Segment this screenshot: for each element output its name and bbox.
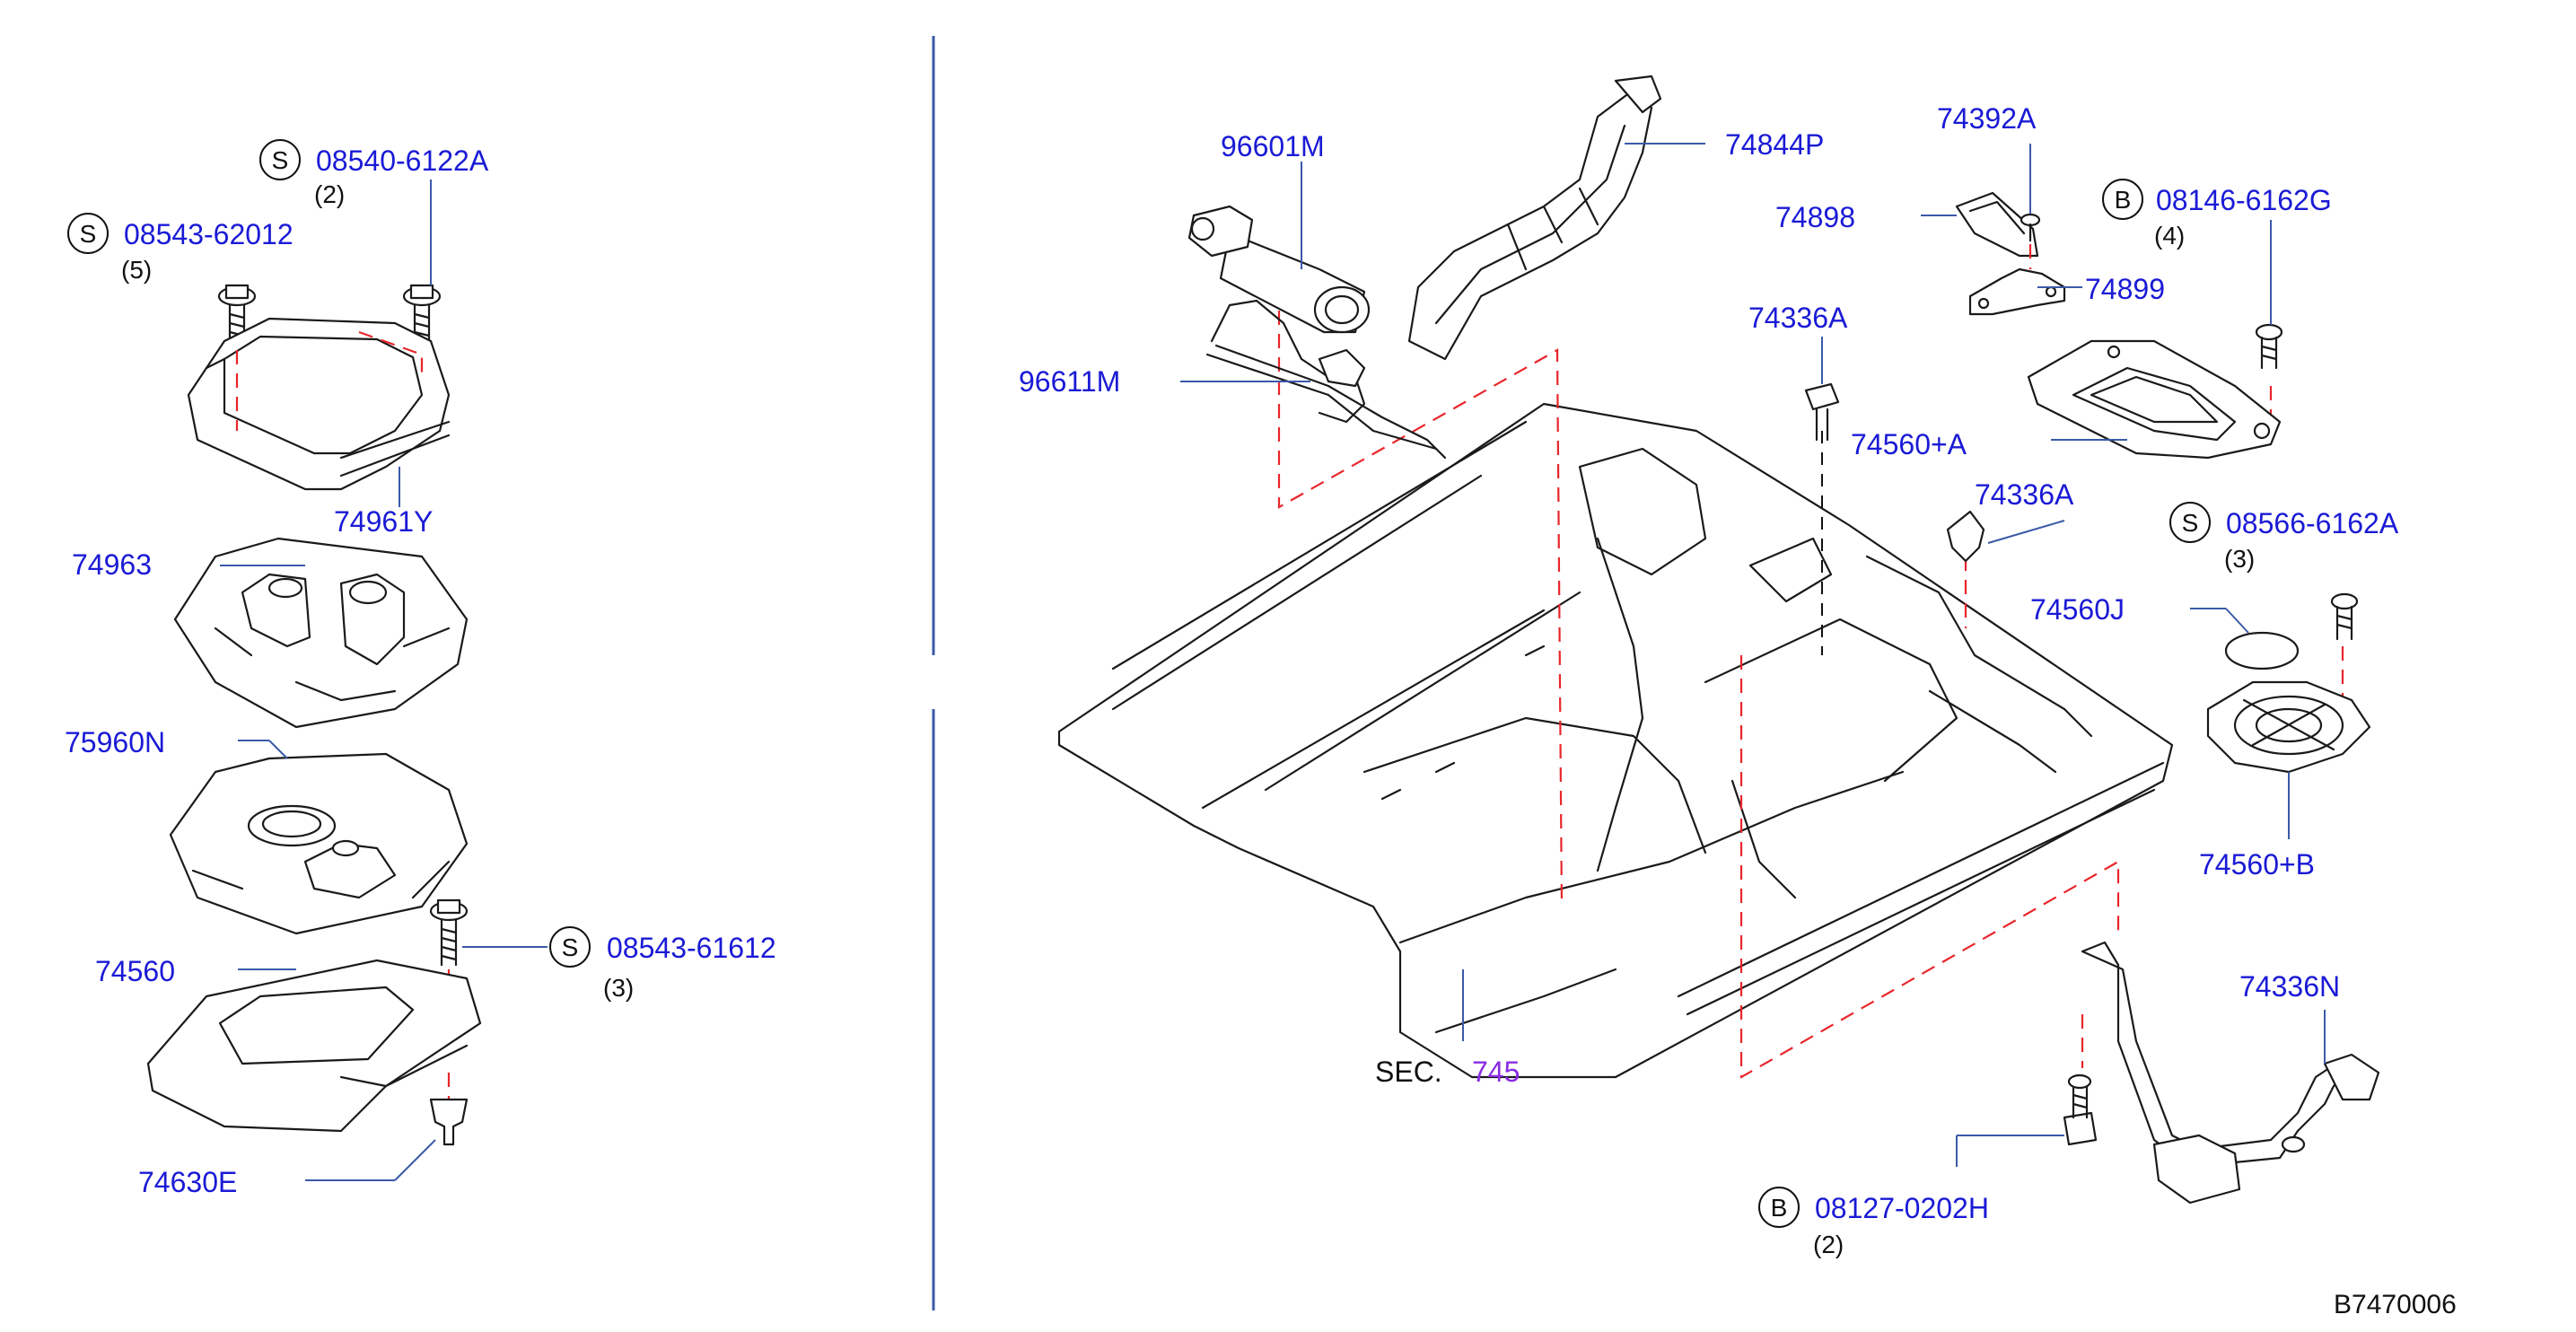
bolt-08146-6162g <box>2255 323 2283 370</box>
section-link-745[interactable]: 745 <box>1472 1056 1520 1088</box>
svg-text:S: S <box>562 933 579 961</box>
part-96601m <box>1187 205 1371 334</box>
part-74560j <box>2224 631 2300 670</box>
label-08566-6162a[interactable]: 08566-6162A <box>2226 507 2399 539</box>
bolt-08127-0202h <box>2063 1073 2098 1146</box>
part-75960n <box>169 752 469 935</box>
label-74336n[interactable]: 74336N <box>2239 970 2340 1003</box>
label-74630e[interactable]: 74630E <box>138 1166 237 1198</box>
badge-s-08543-61612: S <box>549 926 591 968</box>
guide-line-top <box>1277 287 1564 907</box>
bolt-08543-61612 <box>429 898 469 967</box>
label-74963[interactable]: 74963 <box>72 548 152 581</box>
label-75960n[interactable]: 75960N <box>65 726 165 758</box>
badge-s-08566: S <box>2169 502 2211 543</box>
label-74844p[interactable]: 74844P <box>1725 128 1824 161</box>
part-74560b <box>2206 680 2371 774</box>
label-74961y[interactable]: 74961Y <box>334 505 433 538</box>
part-96611m <box>1205 299 1447 460</box>
part-74899 <box>1968 267 2066 316</box>
floor-panel <box>1057 402 2174 1079</box>
label-74898[interactable]: 74898 <box>1775 201 1855 233</box>
qty-08146: (4) <box>2154 222 2185 250</box>
label-08146-6162g[interactable]: 08146-6162G <box>2156 184 2332 216</box>
label-08540-6122a[interactable]: 08540-6122A <box>316 145 489 177</box>
part-74963 <box>173 537 469 729</box>
qty-08540: (2) <box>314 180 345 208</box>
badge-s-08543-62012: S <box>67 213 109 254</box>
svg-text:S: S <box>272 146 289 174</box>
part-74844p <box>1407 74 1662 361</box>
qty-08543-62012: (5) <box>121 256 152 284</box>
label-74899[interactable]: 74899 <box>2085 273 2165 305</box>
clip-74630e <box>429 1073 469 1146</box>
svg-text:S: S <box>80 220 97 248</box>
diagram-code: B7470006 <box>2334 1290 2457 1319</box>
part-74961y <box>187 317 451 491</box>
label-96611m[interactable]: 96611M <box>1019 365 1120 398</box>
bolt-74392a <box>2020 213 2041 242</box>
bolt-08566-6162a <box>2330 592 2359 641</box>
guide-line-bottom <box>1739 655 2120 1079</box>
part-74898 <box>1955 191 2039 258</box>
qty-08127: (2) <box>1813 1231 1844 1258</box>
label-74560-plus-b[interactable]: 74560+B <box>2199 848 2315 881</box>
label-96601m[interactable]: 96601M <box>1221 130 1325 162</box>
qty-08566: (3) <box>2224 545 2255 573</box>
floor-plate <box>2027 339 2282 460</box>
label-74392a[interactable]: 74392A <box>1937 102 2037 135</box>
label-74336a-2[interactable]: 74336A <box>1975 478 2074 511</box>
label-74560j[interactable]: 74560J <box>2030 593 2125 626</box>
svg-text:S: S <box>2182 509 2199 537</box>
qty-08543-61612: (3) <box>603 974 634 1002</box>
label-08543-61612[interactable]: 08543-61612 <box>607 932 776 964</box>
label-74336a-1[interactable]: 74336A <box>1748 302 1848 334</box>
label-74560[interactable]: 74560 <box>95 955 175 987</box>
svg-text:B: B <box>2115 186 2132 214</box>
bolt-08543-62012 <box>217 284 257 347</box>
label-08127-0202h[interactable]: 08127-0202H <box>1815 1192 1989 1224</box>
badge-b-08127: B <box>1758 1187 1800 1228</box>
svg-text:B: B <box>1771 1194 1788 1222</box>
bolt-08540-6122a <box>402 284 442 347</box>
label-08543-62012[interactable]: 08543-62012 <box>124 218 294 250</box>
section-prefix: SEC. <box>1375 1056 1442 1088</box>
clip-74336a-2 <box>1946 510 1985 563</box>
badge-s-08540: S <box>259 139 301 180</box>
part-74560 <box>146 959 482 1133</box>
badge-b-08146: B <box>2102 179 2143 220</box>
label-74560-plus-a[interactable]: 74560+A <box>1851 428 1967 460</box>
part-74336n <box>2081 941 2380 1205</box>
bolt-74336a-1 <box>1804 382 1840 442</box>
